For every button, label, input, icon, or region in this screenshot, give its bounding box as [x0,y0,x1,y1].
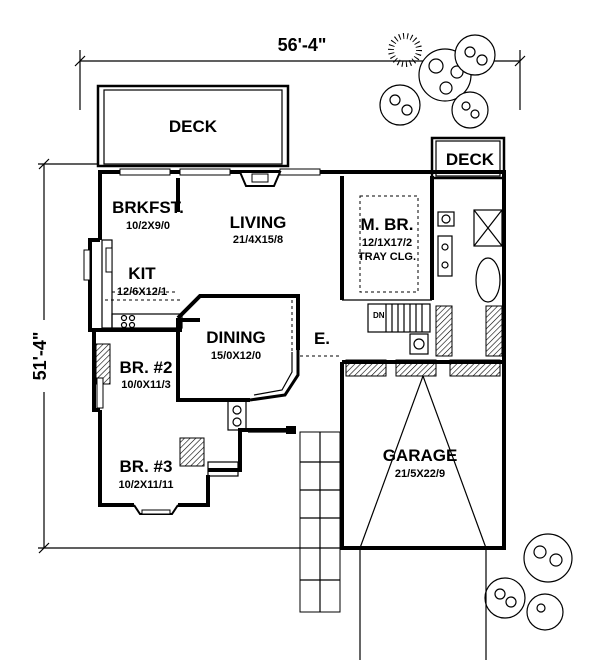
top-windows [119,168,321,176]
dining-size: 15/0X12/0 [211,350,261,362]
hall-bath [207,399,290,477]
master-size: 12/1X17/2 [362,237,412,249]
deck-main-label: DECK [169,117,218,136]
living-size: 21/4X15/8 [233,234,283,246]
kitchen-counters [101,239,183,329]
dining-label: DINING [206,328,266,347]
landscape-trees [379,33,573,631]
br2-size: 10/0X11/3 [121,379,171,391]
garage-label: GARAGE [383,446,458,465]
master-suite-walls [340,176,503,357]
brkfst-size: 10/2X9/0 [126,220,170,232]
depth-label: 51'-4" [30,332,50,381]
garage-driveway [359,375,487,660]
br2-label: BR. #2 [120,358,173,377]
deck-main: DECK [96,84,290,168]
master-note: TRAY CLG. [358,251,416,263]
br3-label: BR. #3 [120,457,173,476]
bedroom-windows [83,249,179,515]
depth-dimension: 51'-4" [24,158,345,554]
garage-size: 21/5X22/9 [395,468,445,480]
bedroom-closets [95,343,205,467]
stair: DN [367,303,431,333]
dining-bay [176,294,300,402]
kit-size: 12/6X12/1 [117,286,167,298]
kit-label: KIT [128,264,156,283]
hall-closets [345,333,501,377]
width-label: 56'-4" [278,35,327,55]
deck-side-label: DECK [446,150,495,169]
living-label: LIVING [230,213,287,232]
room-labels: BRKFST. 10/2X9/0 LIVING 21/4X15/8 M. BR.… [112,198,457,491]
entry-label: E. [314,329,330,348]
br3-size: 10/2X11/11 [118,479,173,491]
brkfst-label: BRKFST. [112,198,184,217]
front-walk [286,426,341,613]
fireplace [238,171,282,187]
master-label: M. BR. [361,215,414,234]
stair-label: DN [373,311,385,320]
